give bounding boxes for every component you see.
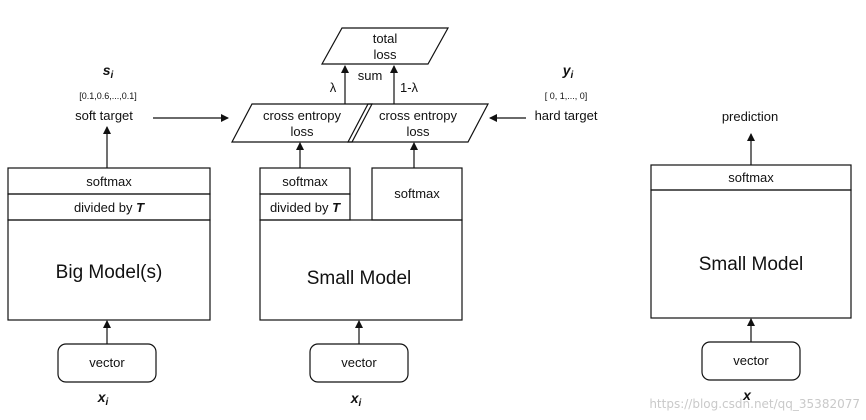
hard-target-vector: [ 0, 1,..., 0] — [545, 91, 588, 101]
soft-target-vector: [0.1,0.6,...,0.1] — [79, 91, 137, 101]
teacher-divide-label: divided by T — [74, 200, 145, 215]
inference-softmax-label: softmax — [728, 170, 774, 185]
sum-label: sum — [358, 68, 383, 83]
hard-target-group: yi [ 0, 1,..., 0] hard target — [489, 62, 598, 123]
student-divide-label: divided by T — [270, 200, 341, 215]
inference-input-symbol: x — [742, 387, 752, 403]
student-softmax-right-label: softmax — [394, 186, 440, 201]
soft-target-symbol: si — [103, 62, 114, 81]
teacher-input-symbol: xi — [97, 389, 109, 408]
prediction-label: prediction — [722, 109, 778, 124]
loss-group: cross entropy loss cross entropy loss to… — [231, 27, 489, 143]
total-loss-line1: total — [373, 31, 398, 46]
total-loss-shape — [320, 27, 450, 65]
lambda-label: λ — [330, 80, 337, 95]
soft-target-label: soft target — [75, 108, 133, 123]
student-softmax-left-label: softmax — [282, 174, 328, 189]
student-input-symbol: xi — [350, 390, 362, 409]
total-loss-line2: loss — [373, 47, 397, 62]
teacher-model-label: Big Model(s) — [56, 262, 163, 283]
cross-entropy-right-shape — [347, 103, 489, 143]
temperature-symbol: T — [332, 200, 341, 215]
watermark: https://blog.csdn.net/qq_35382077 — [649, 397, 860, 411]
cross-entropy-left-line2: loss — [290, 124, 314, 139]
inference-input-label: vector — [733, 353, 769, 368]
one-minus-lambda-label: 1-λ — [400, 80, 419, 95]
teacher-softmax-label: softmax — [86, 174, 132, 189]
student-input-label: vector — [341, 355, 377, 370]
temperature-symbol: T — [136, 200, 145, 215]
inference-model-label: Small Model — [699, 254, 804, 275]
hard-target-label: hard target — [535, 108, 598, 123]
teacher-model-group: softmax divided by T Big Model(s) vector… — [7, 62, 229, 408]
teacher-input-label: vector — [89, 355, 125, 370]
hard-target-symbol: yi — [562, 62, 574, 81]
student-model-label: Small Model — [307, 268, 412, 289]
cross-entropy-right-line2: loss — [406, 124, 430, 139]
student-model-group: softmax divided by T softmax Small Model… — [259, 142, 463, 409]
cross-entropy-right-line1: cross entropy — [379, 108, 458, 123]
inference-group: softmax Small Model vector x prediction — [650, 109, 852, 403]
cross-entropy-left-line1: cross entropy — [263, 108, 342, 123]
